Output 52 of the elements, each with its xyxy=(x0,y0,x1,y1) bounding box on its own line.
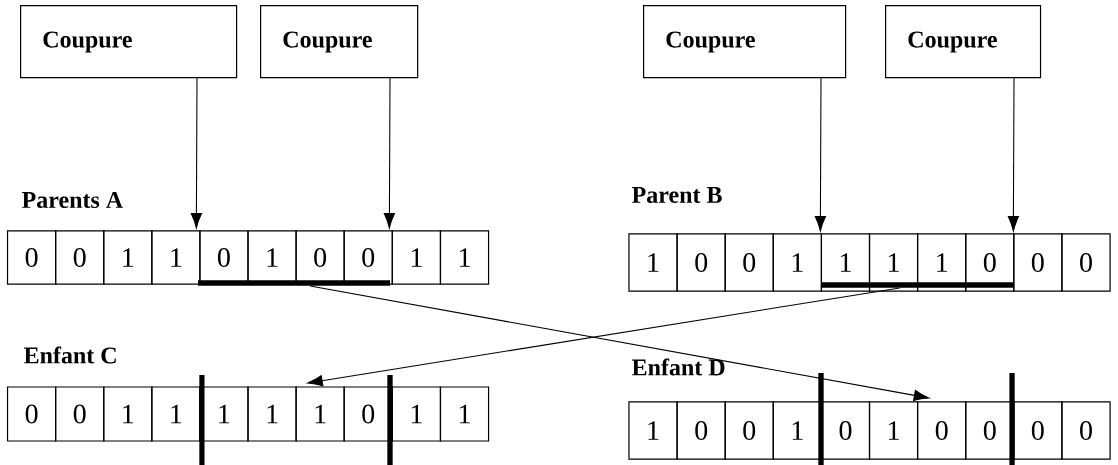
bit-cell: 0 xyxy=(1061,401,1111,460)
bit-cell: 0 xyxy=(820,401,871,460)
row-label: Parents A xyxy=(22,191,123,209)
bit-cell: 1 xyxy=(868,401,919,460)
bit-cell: 0 xyxy=(1013,401,1063,460)
cut-box: Coupure xyxy=(260,5,419,79)
bit-cell: 0 xyxy=(6,230,57,285)
bit-cell: 1 xyxy=(103,386,153,442)
bit-cell: 1 xyxy=(391,386,442,442)
cut-box: Coupure xyxy=(643,5,847,79)
arrow xyxy=(190,77,203,229)
bit-cell: 1 xyxy=(151,386,201,442)
bit-cell: 0 xyxy=(55,386,105,442)
bit-cell: 1 xyxy=(391,230,442,285)
arrow xyxy=(1007,77,1020,232)
bit-cell: 0 xyxy=(6,386,57,442)
bit-cell: 1 xyxy=(772,401,822,460)
bit-cell: 0 xyxy=(965,401,1015,460)
bit-cell: 0 xyxy=(965,233,1015,292)
bit-cell: 1 xyxy=(772,233,822,292)
bit-cell: 1 xyxy=(628,401,678,460)
segment-bar xyxy=(822,282,1014,288)
cut-box: Coupure xyxy=(20,5,238,79)
arrow xyxy=(814,77,827,232)
bit-cell: 1 xyxy=(103,230,153,285)
row-label: Enfant C xyxy=(24,346,116,364)
bit-cell: 0 xyxy=(1061,233,1111,292)
bit-cell: 0 xyxy=(1013,233,1063,292)
arrow xyxy=(309,285,930,401)
bit-cell: 1 xyxy=(247,386,297,442)
segment-bar xyxy=(198,280,390,286)
bit-cell: 0 xyxy=(676,233,726,292)
bit-cell: 1 xyxy=(868,233,919,292)
bit-cell: 1 xyxy=(199,386,249,442)
bit-cell: 0 xyxy=(917,401,967,460)
bit-cell: 1 xyxy=(628,233,678,292)
bit-cell: 1 xyxy=(439,230,490,285)
bit-cell: 1 xyxy=(151,230,201,285)
bit-cell: 1 xyxy=(295,386,345,442)
bit-cell: 0 xyxy=(343,386,393,442)
bit-cell: 0 xyxy=(724,401,774,460)
cut-box: Coupure xyxy=(885,5,1042,79)
bit-cell: 0 xyxy=(676,401,726,460)
arrow xyxy=(383,77,396,229)
row-label: Parent B xyxy=(632,187,722,203)
bit-cell: 0 xyxy=(55,230,105,285)
arrow xyxy=(307,287,901,387)
bit-cell: 0 xyxy=(724,233,774,292)
bit-cell: 1 xyxy=(917,233,967,292)
bit-cell: 1 xyxy=(820,233,871,292)
row-label: Enfant D xyxy=(632,358,725,376)
bit-cell: 1 xyxy=(439,386,490,442)
